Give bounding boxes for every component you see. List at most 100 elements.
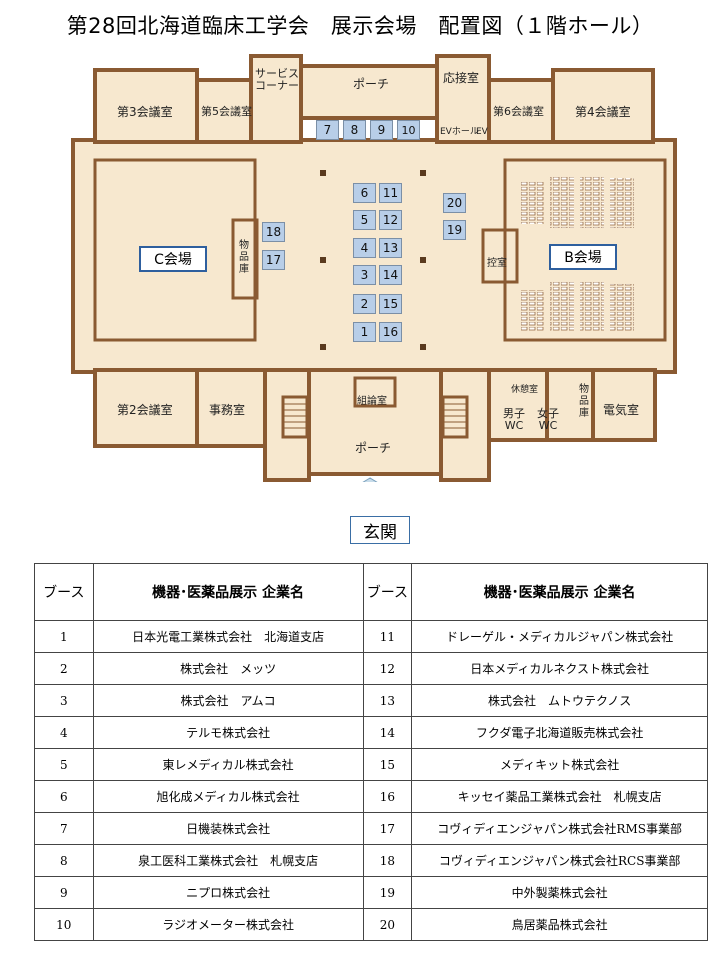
company-name: コヴィディエンジャパン株式会社RMS事業部 [411,812,708,845]
company-name: 東レメディカル株式会社 [92,748,364,781]
room-label-meeting-5: 第5会議室 [201,105,252,118]
room-label-storage-b: 物品庫 [579,384,589,419]
company-name: 株式会社 アムコ [92,684,364,717]
company-name: キッセイ薬品工業株式会社 札幌支店 [411,780,708,813]
booth-12: 12 [379,210,402,230]
room-label-mens-wc: 男子 WC [503,407,525,432]
booth-17: 17 [262,250,285,270]
room-label-storage-c: 物品庫 [239,240,249,275]
room-label-meeting-4: 第4会議室 [575,105,631,119]
booth-3: 3 [353,265,376,285]
booth-number: 2 [34,652,94,685]
table-header-row: ブース 機器･医薬品展示 企業名 ブース 機器･医薬品展示 企業名 [34,563,708,621]
company-name: 鳥居薬品株式会社 [411,908,708,941]
booth-1: 1 [353,322,376,342]
booth-6: 6 [353,183,376,203]
booth-number: 10 [34,908,94,941]
booth-number: 18 [362,844,413,877]
room-label-meeting-3: 第3会議室 [117,105,173,119]
booth-13: 13 [379,238,402,258]
room-label-office: 事務室 [209,403,246,417]
room-label-service-corner: サービス コーナー [255,67,299,92]
room-label-nursing: 休憩室 [511,385,539,395]
floor-plan: サービス コーナー ポーチ 応接室 第3会議室 第5会議室 第6会議室 第4会議… [65,52,683,509]
booth-number: 9 [34,876,94,909]
booth-number: 3 [34,684,94,717]
booth-19: 19 [443,220,466,240]
entrance-label: 玄関 [350,516,410,544]
company-name: メディキット株式会社 [411,748,708,781]
room-label-reception: 応接室 [443,71,480,85]
booth-number: 17 [362,812,413,845]
header-company-right: 機器･医薬品展示 企業名 [411,563,708,621]
company-name: フクダ電子北海道販売株式会社 [411,716,708,749]
company-name: 株式会社 ムトウテクノス [411,684,708,717]
booth-number: 13 [362,684,413,717]
booth-number: 5 [34,748,94,781]
venue-c-label: C会場 [139,246,207,272]
company-name: 日本光電工業株式会社 北海道支店 [92,620,364,653]
booth-number: 4 [34,716,94,749]
booth-number: 6 [34,780,94,813]
company-name: 日本メディカルネクスト株式会社 [411,652,708,685]
booth-number: 1 [34,620,94,653]
company-name: 株式会社 メッツ [92,652,364,685]
header-booth-left: ブース [34,563,94,621]
room-label-green-room: 控室 [487,258,507,269]
room-label-electrical: 電気室 [603,403,640,417]
booth-10: 10 [397,120,420,140]
room-label-meeting-2: 第2会議室 [117,403,173,417]
booth-number: 12 [362,652,413,685]
booth-number: 20 [362,908,413,941]
page-title: 第28回北海道臨床工学会 展示会場 配置図（１階ホール） [66,14,654,38]
company-name: テルモ株式会社 [92,716,364,749]
booth-18: 18 [262,222,285,242]
booth-number: 8 [34,844,94,877]
booth-4: 4 [353,238,376,258]
company-name: 中外製薬株式会社 [411,876,708,909]
booth-2: 2 [353,294,376,314]
company-name: 日機装株式会社 [92,812,364,845]
booth-number: 16 [362,780,413,813]
booth-number: 14 [362,716,413,749]
company-name: ニプロ株式会社 [92,876,364,909]
room-label-womens-wc: 女子 WC [537,407,559,432]
venue-b-label: B会場 [549,244,617,270]
company-name: ラジオメーター株式会社 [92,908,364,941]
booth-9: 9 [370,120,393,140]
booth-14: 14 [379,265,402,285]
company-name: 泉工医科工業株式会社 札幌支店 [92,844,364,877]
header-booth-right: ブース [362,563,413,621]
booth-number: 11 [362,620,413,653]
room-label-ev-hall: EVホール [440,127,479,137]
company-name: 旭化成メディカル株式会社 [92,780,364,813]
room-label-guard-room: 組論室 [357,396,387,407]
booth-15: 15 [379,294,402,314]
booth-number: 7 [34,812,94,845]
booth-number: 19 [362,876,413,909]
booth-16: 16 [379,322,402,342]
room-label-porch-bottom: ポーチ [355,441,392,455]
booth-11: 11 [379,183,402,203]
company-name: ドレーゲル・メディカルジャパン株式会社 [411,620,708,653]
room-label-meeting-6: 第6会議室 [493,105,544,118]
room-label-ev: EV [476,127,488,137]
booth-20: 20 [443,193,466,213]
booth-number: 15 [362,748,413,781]
booth-8: 8 [343,120,366,140]
booth-5: 5 [353,210,376,230]
booth-7: 7 [316,120,339,140]
company-name: コヴィディエンジャパン株式会社RCS事業部 [411,844,708,877]
room-label-porch-top: ポーチ [353,77,390,91]
